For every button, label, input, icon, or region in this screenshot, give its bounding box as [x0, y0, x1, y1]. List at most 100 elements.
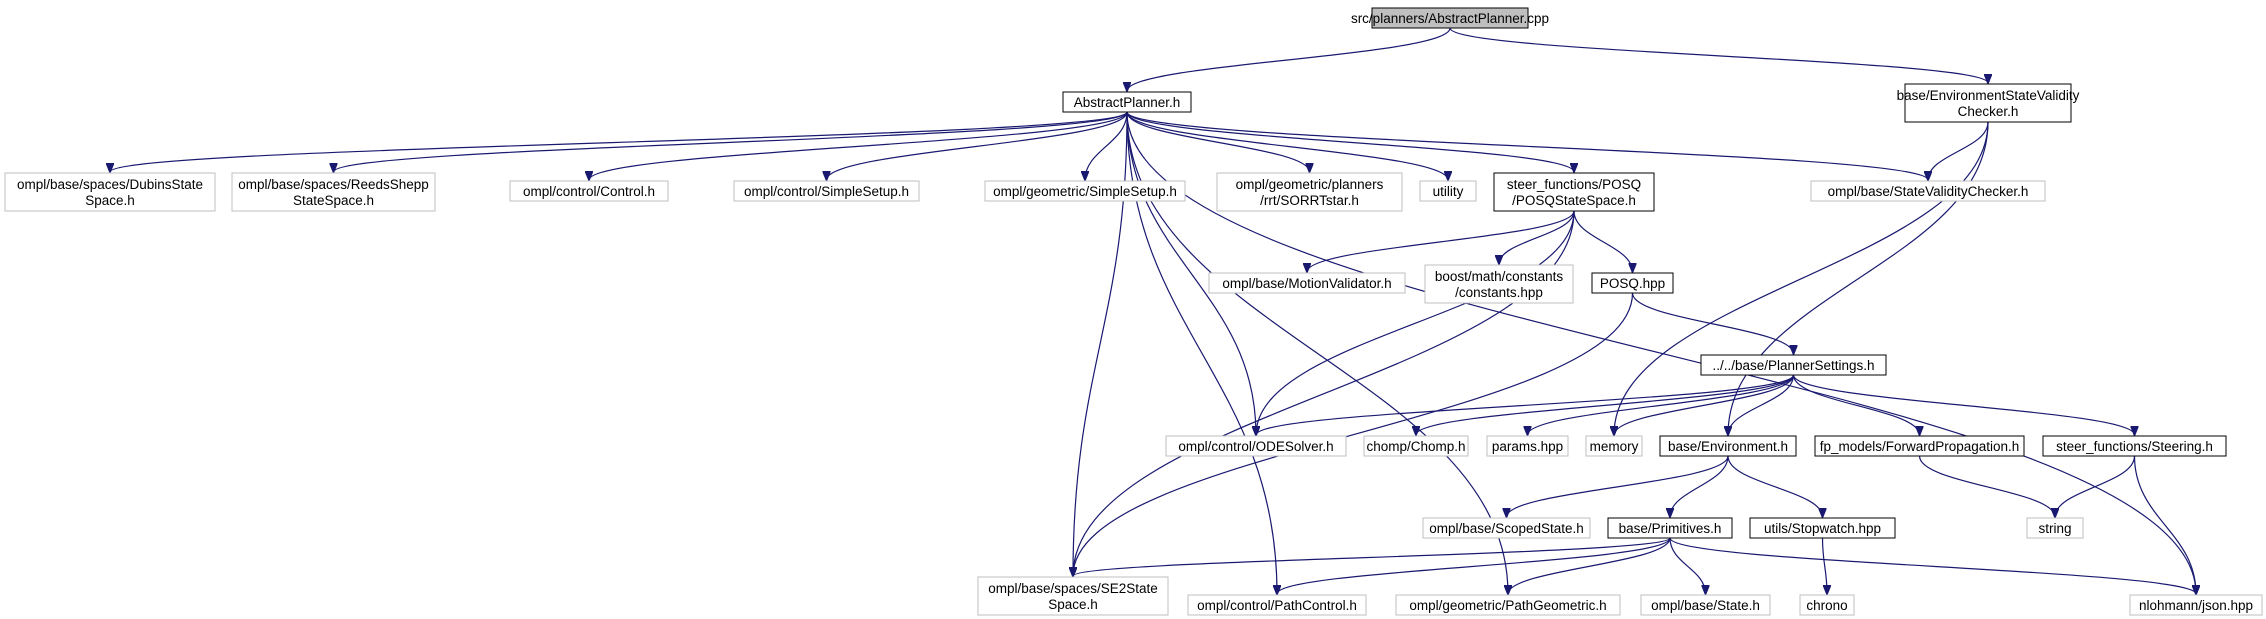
edge-abstractplanner_h-to-dubins	[110, 111, 1128, 172]
node-control_h: ompl/control/Control.h	[509, 180, 669, 202]
node-posq_statespace-label-1: /POSQStateSpace.h	[1512, 193, 1636, 208]
node-chrono: chrono	[1799, 594, 1855, 616]
node-abstractplanner_h-box	[1062, 91, 1192, 113]
edge-abstractplanner_h-to-geometric_simplesetup	[1085, 111, 1128, 180]
node-chrono-box	[1799, 594, 1855, 616]
node-json: nlohmann/json.hpp	[2129, 594, 2263, 616]
node-stopwatch[interactable]: utils/Stopwatch.hpp	[1749, 517, 1896, 539]
node-motionvalidator-label-0: ompl/base/MotionValidator.h	[1222, 276, 1391, 291]
node-sorrtstar: ompl/geometric/planners/rrt/SORRTstar.h	[1216, 172, 1403, 212]
node-dubins-box	[4, 172, 216, 212]
edge-environment-to-primitives	[1670, 455, 1729, 517]
node-motionvalidator-box	[1208, 272, 1406, 294]
node-abstractplanner_h[interactable]: AbstractPlanner.h	[1062, 91, 1192, 113]
node-primitives[interactable]: base/Primitives.h	[1607, 517, 1733, 539]
node-plannersettings-box	[1700, 354, 1887, 376]
node-posq_hpp[interactable]: POSQ.hpp	[1591, 272, 1674, 294]
node-forwardprop-box	[1814, 435, 2025, 457]
edge-abstractplanner_h-to-control_h	[589, 111, 1128, 180]
node-steering[interactable]: steer_functions/Steering.h	[2042, 435, 2227, 457]
node-boost_constants-box	[1424, 264, 1574, 304]
edge-primitives-to-se2statespace	[1073, 537, 1671, 576]
node-boost_constants: boost/math/constants/constants.hpp	[1424, 264, 1574, 304]
node-statevaliditychecker-box	[1810, 180, 2046, 202]
edge-posq_statespace-to-boost_constants	[1499, 210, 1575, 264]
node-env_validity-box	[1904, 83, 2072, 123]
node-params-label-0: params.hpp	[1492, 439, 1563, 454]
node-env_validity-label-1: Checker.h	[1958, 104, 2019, 119]
node-plannersettings[interactable]: ../../base/PlannerSettings.h	[1700, 354, 1887, 376]
edge-plannersettings-to-params	[1528, 374, 1795, 435]
node-scopedstate-label-0: ompl/base/ScopedState.h	[1429, 521, 1584, 536]
node-reedsshepp-label-1: StateSpace.h	[293, 193, 374, 208]
node-geometric_simplesetup-label-0: ompl/geometric/SimpleSetup.h	[993, 184, 1177, 199]
node-memory-box	[1585, 435, 1643, 457]
edge-abstractplanner_h-to-control_simplesetup	[827, 111, 1128, 180]
node-utility: utility	[1419, 180, 1477, 202]
node-control_simplesetup-box	[733, 180, 920, 202]
edge-plannersettings-to-memory	[1614, 374, 1795, 435]
node-environment-label-0: base/Environment.h	[1668, 439, 1788, 454]
node-dubins-label-0: ompl/base/spaces/DubinsState	[17, 177, 203, 192]
node-motionvalidator: ompl/base/MotionValidator.h	[1208, 272, 1406, 294]
node-boost_constants-label-1: /constants.hpp	[1455, 285, 1543, 300]
edge-abstractplanner_h-to-utility	[1126, 111, 1448, 180]
node-environment[interactable]: base/Environment.h	[1659, 435, 1797, 457]
node-dubins-label-1: Space.h	[85, 193, 135, 208]
node-pathgeometric-label-0: ompl/geometric/PathGeometric.h	[1409, 598, 1606, 613]
node-posq_statespace[interactable]: steer_functions/POSQ/POSQStateSpace.h	[1493, 172, 1655, 212]
edge-environment-to-scopedstate	[1507, 455, 1729, 517]
node-posq_statespace-label-0: steer_functions/POSQ	[1507, 177, 1641, 192]
node-environment-box	[1659, 435, 1797, 457]
edge-stopwatch-to-chrono	[1821, 537, 1828, 594]
nodes-layer: src/planners/AbstractPlanner.cppAbstract…	[4, 7, 2263, 616]
node-forwardprop[interactable]: fp_models/ForwardPropagation.h	[1814, 435, 2025, 457]
node-abstractplanner_h-label-0: AbstractPlanner.h	[1074, 95, 1181, 110]
node-utility-box	[1419, 180, 1477, 202]
edge-primitives-to-pathcontrol	[1277, 537, 1671, 594]
node-control_simplesetup: ompl/control/SimpleSetup.h	[733, 180, 920, 202]
node-plannersettings-label-0: ../../base/PlannerSettings.h	[1712, 358, 1874, 373]
node-control_h-label-0: ompl/control/Control.h	[523, 184, 655, 199]
edge-plannersettings-to-steering	[1792, 374, 2135, 435]
node-json-label-0: nlohmann/json.hpp	[2139, 598, 2253, 613]
node-statevaliditychecker: ompl/base/StateValidityChecker.h	[1810, 180, 2046, 202]
node-pathcontrol: ompl/control/PathControl.h	[1187, 594, 1367, 616]
node-stopwatch-box	[1749, 517, 1896, 539]
node-root[interactable]: src/planners/AbstractPlanner.cpp	[1351, 7, 1549, 29]
node-steering-box	[2042, 435, 2227, 457]
edge-env_validity-to-environment	[1728, 121, 1989, 435]
node-se2statespace-box	[977, 576, 1169, 616]
node-sorrtstar-label-1: /rrt/SORRTstar.h	[1260, 193, 1359, 208]
node-string-label-0: string	[2038, 521, 2071, 536]
node-control_h-box	[509, 180, 669, 202]
edge-abstractplanner_h-to-statevaliditychecker	[1126, 111, 1928, 180]
edge-primitives-to-state	[1669, 537, 1706, 594]
node-odesolver: ompl/control/ODESolver.h	[1165, 435, 1347, 457]
edge-primitives-to-json	[1669, 537, 2196, 594]
node-control_simplesetup-label-0: ompl/control/SimpleSetup.h	[744, 184, 909, 199]
node-odesolver-box	[1165, 435, 1347, 457]
edge-posq_statespace-to-posq_hpp	[1573, 210, 1633, 272]
node-posq_hpp-label-0: POSQ.hpp	[1600, 276, 1665, 291]
node-posq_hpp-box	[1591, 272, 1674, 294]
edge-primitives-to-pathgeometric	[1508, 537, 1671, 594]
edge-steering-to-json	[2133, 455, 2197, 594]
edge-posq_statespace-to-motionvalidator	[1307, 210, 1575, 272]
edge-plannersettings-to-chomp	[1416, 374, 1795, 435]
edges-layer	[110, 27, 2197, 594]
node-pathgeometric: ompl/geometric/PathGeometric.h	[1395, 594, 1621, 616]
node-pathcontrol-box	[1187, 594, 1367, 616]
edge-abstractplanner_h-to-odesolver	[1126, 111, 1256, 435]
node-sorrtstar-box	[1216, 172, 1403, 212]
edge-abstractplanner_h-to-posq_statespace	[1126, 111, 1574, 172]
node-se2statespace-label-1: Space.h	[1048, 597, 1098, 612]
node-stopwatch-label-0: utils/Stopwatch.hpp	[1764, 521, 1881, 536]
node-statevaliditychecker-label-0: ompl/base/StateValidityChecker.h	[1828, 184, 2029, 199]
edge-abstractplanner_h-to-sorrtstar	[1126, 111, 1310, 172]
node-odesolver-label-0: ompl/control/ODESolver.h	[1178, 439, 1333, 454]
node-primitives-label-0: base/Primitives.h	[1619, 521, 1722, 536]
